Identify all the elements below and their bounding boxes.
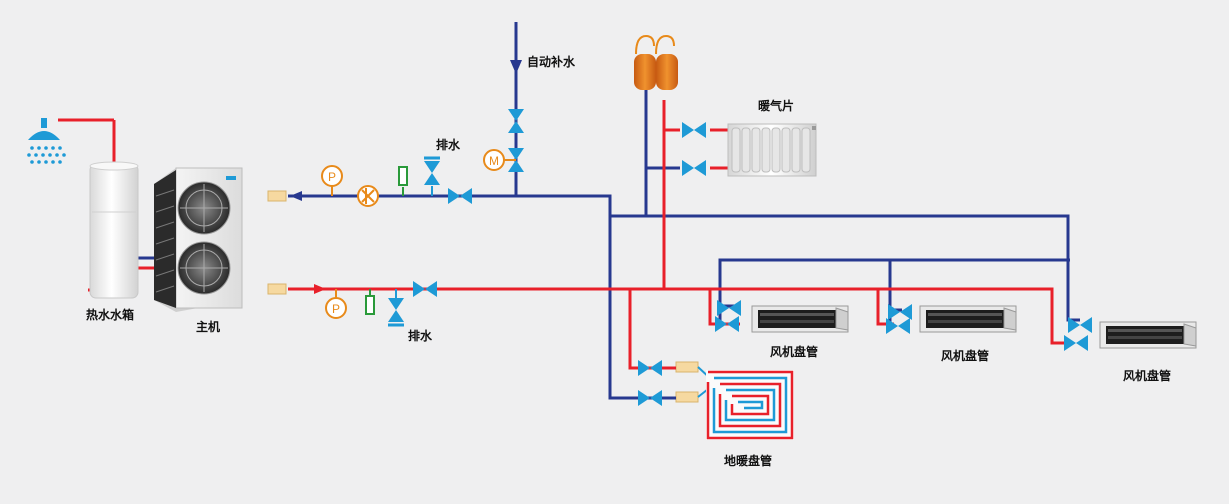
fan-coil-label-3: 风机盘管 — [1123, 369, 1172, 383]
drain-label-bottom: 排水 — [408, 329, 433, 343]
pressure-gauge-icon — [325, 289, 347, 319]
fan-coil-3 — [1064, 317, 1197, 351]
filter-icon — [398, 166, 408, 196]
floor-heating-label: 地暖盘管 — [724, 454, 773, 468]
radiator-icon — [727, 123, 817, 177]
pressure-symbol-2: P — [332, 302, 340, 316]
filter-icon — [365, 289, 375, 315]
expansion-tank-icon — [634, 34, 678, 216]
hot-water-tank-icon — [89, 161, 139, 299]
main-unit-label: 主机 — [196, 320, 221, 334]
auto-refill-label: 自动补水 — [527, 55, 576, 69]
return-piping — [138, 22, 1080, 400]
supply-piping — [58, 100, 1072, 370]
fan-coil-2 — [886, 304, 1017, 334]
heat-pump-unit-icon — [154, 167, 243, 312]
pressure-gauge-icon — [321, 165, 343, 196]
floor-heating-valves — [638, 360, 713, 406]
shower-icon — [27, 118, 66, 164]
flex-connector — [267, 190, 699, 403]
fan-coil-label-1: 风机盘管 — [770, 345, 819, 359]
fan-coil-1 — [715, 300, 849, 333]
drain-valve-icon — [388, 289, 404, 327]
flow-switch-icon — [357, 185, 379, 207]
hot-water-tank-label: 热水水箱 — [86, 308, 135, 322]
drain-valve-icon — [424, 156, 440, 196]
radiator-label: 暖气片 — [758, 99, 795, 113]
drain-label-top: 排水 — [436, 138, 461, 152]
supply-arrow — [314, 284, 326, 294]
pressure-symbol-1: P — [328, 170, 336, 184]
return-arrow — [290, 191, 302, 201]
valve-icon — [413, 281, 437, 297]
refill-arrow — [510, 60, 522, 74]
motor-valve-icon — [483, 149, 516, 171]
valve-icon — [508, 109, 524, 133]
valve-icon — [682, 122, 706, 138]
floor-heating-coil-icon — [706, 370, 794, 440]
valve-icon — [448, 188, 472, 204]
valve-icon — [682, 160, 706, 176]
motor-symbol: M — [489, 154, 499, 168]
fan-coil-label-2: 风机盘管 — [941, 349, 990, 363]
